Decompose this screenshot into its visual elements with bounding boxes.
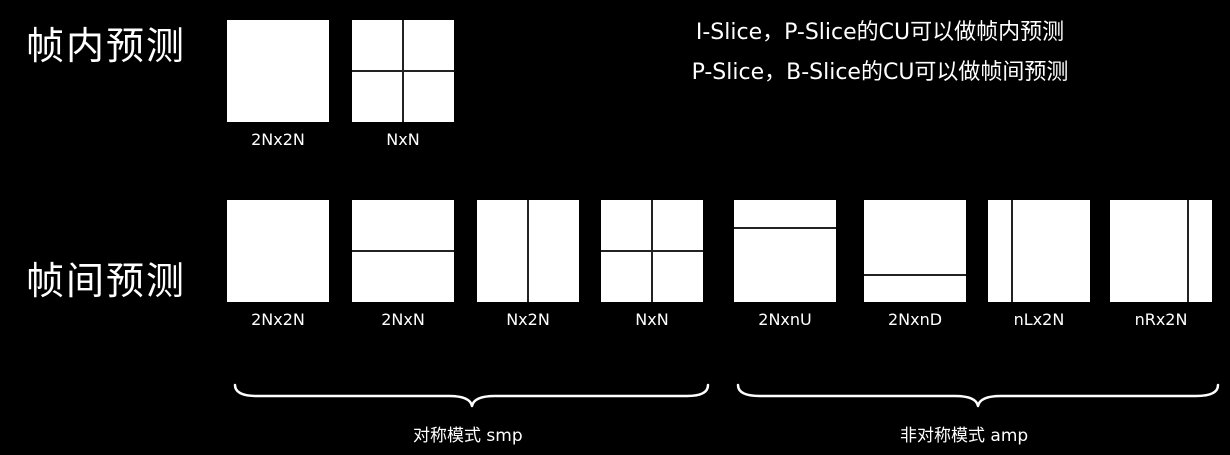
partition-square [227, 200, 329, 302]
partition-label: nRx2N [1134, 310, 1188, 329]
partition-square [988, 200, 1090, 302]
inter-prediction-title: 帧间预测 [26, 259, 187, 303]
partition-square [477, 200, 579, 302]
inter-partition-nLx2N: nLx2N [988, 200, 1090, 328]
partition-label: 2NxnD [887, 310, 943, 329]
inter-partition-2NxN: 2NxN [352, 200, 454, 328]
partition-divider-horizontal [734, 227, 836, 229]
note-intra-slices: I-Slice，P-Slice的CU可以做帧内预测 [695, 20, 1065, 45]
partition-square [601, 200, 703, 302]
partition-label: 2Nx2N [251, 310, 305, 329]
inter-partition-NxN: NxN [601, 200, 703, 328]
note-inter-slices: P-Slice，B-Slice的CU可以做帧间预测 [691, 60, 1069, 85]
intra-partition-2Nx2N: 2Nx2N [227, 20, 329, 148]
partition-square [734, 200, 836, 302]
inter-partition-2NxnU: 2NxnU [734, 200, 836, 328]
partition-label: NxN [386, 130, 420, 149]
asymmetric-mode-label: 非对称模式 amp [900, 426, 1029, 446]
inter-partition-nRx2N: nRx2N [1110, 200, 1212, 328]
partition-label: 2Nx2N [251, 130, 305, 149]
partition-label: nLx2N [1013, 310, 1065, 329]
inter-partition-2NxnD: 2NxnD [864, 200, 966, 328]
inter-partition-2Nx2N: 2Nx2N [227, 200, 329, 328]
partition-square [352, 20, 454, 122]
asymmetric-brace [736, 383, 1220, 408]
partition-divider-vertical [527, 200, 529, 302]
partition-label: 2NxnU [758, 310, 812, 329]
partition-square [864, 200, 966, 302]
partition-divider-horizontal [352, 250, 454, 252]
partition-square [227, 20, 329, 122]
partition-divider-vertical [651, 200, 653, 302]
partition-divider-vertical [402, 20, 404, 122]
partition-label: 2NxN [381, 310, 425, 329]
partition-divider-horizontal [864, 274, 966, 276]
partition-square [1110, 200, 1212, 302]
partition-label: NxN [635, 310, 669, 329]
intra-prediction-title: 帧内预测 [26, 24, 187, 68]
partition-divider-vertical [1187, 200, 1189, 302]
symmetric-brace [233, 383, 710, 408]
symmetric-mode-label: 对称模式 smp [413, 426, 523, 446]
inter-partition-Nx2N: Nx2N [477, 200, 579, 328]
partition-square [352, 200, 454, 302]
intra-partition-NxN: NxN [352, 20, 454, 148]
partition-label: Nx2N [506, 310, 550, 329]
partition-divider-vertical [1011, 200, 1013, 302]
